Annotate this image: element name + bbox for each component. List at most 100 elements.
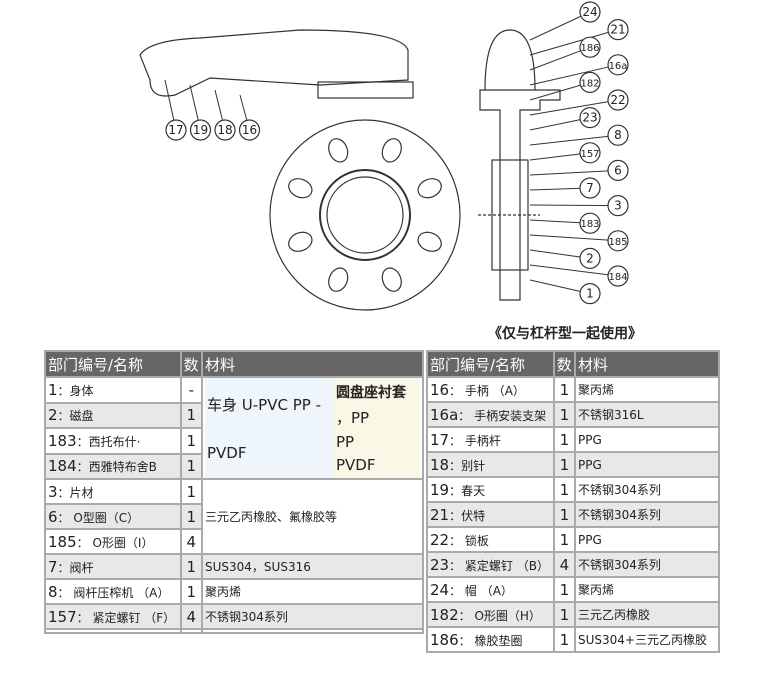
callout-23: 23 [529, 106, 601, 131]
part-name: 185： O形圈（I） [44, 528, 182, 555]
part-qty: - [179, 376, 204, 404]
part-name: 184：西雅特布舍B [44, 452, 182, 480]
callout-label: 18 [217, 123, 232, 137]
callout-label: 7 [586, 181, 594, 195]
col-mat: 材料 [574, 350, 720, 378]
part-qty: 1 [552, 376, 577, 403]
part-qty: 4 [179, 603, 204, 630]
part-name: 6： O型圈（C） [44, 503, 182, 530]
part-material: PPG [574, 451, 720, 478]
part-qty: 1 [179, 401, 204, 429]
bolt-hole [328, 267, 349, 292]
callout-184: 184 [529, 264, 629, 287]
part-material: 不锈钢304系列 [574, 476, 720, 503]
part-qty: 4 [552, 551, 577, 578]
flange [269, 119, 461, 311]
callout-1: 1 [529, 279, 601, 305]
table-row: 6： O型圈（C）1 [44, 503, 423, 530]
table-row: 183：西托布什·1 [44, 427, 423, 455]
part-qty: 1 [552, 526, 577, 553]
part-qty: 1 [552, 476, 577, 503]
table-row: 185： O形圈（I）4 [44, 528, 423, 555]
callout-8: 8 [529, 124, 629, 146]
part-material: SUS304+三元乙丙橡胶 [574, 626, 720, 653]
part-material: PPG [574, 426, 720, 453]
handle-mount [317, 81, 414, 99]
part-qty: 1 [552, 576, 577, 603]
part-qty: 1 [552, 501, 577, 528]
callout-label: 3 [614, 199, 622, 213]
callout-label: 16 [242, 123, 257, 137]
part-name: 2：磁盘 [44, 401, 182, 429]
callout-16: 16 [238, 94, 261, 141]
material-merged-seal: 三元乙丙橡胶、氟橡胶等 [201, 478, 424, 555]
part-qty: 1 [552, 601, 577, 628]
callout-17: 17 [164, 79, 187, 141]
part-name: 22： 锁板 [426, 526, 555, 553]
callout-label: 23 [582, 111, 597, 125]
part-qty: 1 [179, 427, 204, 455]
part-qty: 1 [179, 503, 204, 530]
part-name: 8： 阀杆压榨机 （A） [44, 578, 182, 605]
part-name: 23： 紧定螺钉 （B） [426, 551, 555, 578]
bolt-hole [381, 138, 402, 163]
callout-label: 17 [168, 123, 183, 137]
callout-label: 157 [580, 149, 599, 160]
callout-label: 2 [586, 251, 594, 265]
callout-label: 186 [580, 43, 599, 54]
bolt-hole [328, 138, 349, 163]
part-material: 不锈钢304系列 [201, 603, 424, 630]
callout-label: 16a [609, 61, 628, 72]
part-material: 聚丙烯 [574, 576, 720, 603]
callout-19: 19 [189, 84, 212, 141]
callout-157: 157 [529, 142, 601, 164]
callout-label: 6 [614, 163, 622, 177]
part-material: 聚丙烯 [574, 376, 720, 403]
col-mat: 材料 [201, 350, 424, 378]
callout-label: 8 [614, 128, 622, 142]
bolt-hole [417, 231, 442, 252]
part-name: 157： 紧定螺钉 （F） [44, 603, 182, 630]
part-name: 21：伏特 [426, 501, 555, 528]
part-name: 16： 手柄 （A） [426, 376, 555, 403]
part-qty: 1 [179, 553, 204, 580]
callout-16a: 16a [529, 54, 629, 86]
callout-3: 3 [529, 195, 629, 217]
part-material: SUS304，SUS316 [201, 553, 424, 580]
bolt-hole [288, 231, 313, 252]
callout-2: 2 [529, 247, 601, 269]
part-material: 不锈钢316L [574, 401, 720, 428]
col-qty: 数 [552, 350, 577, 378]
callout-label: 22 [610, 93, 625, 107]
callout-label: 19 [193, 123, 208, 137]
callout-label: 182 [580, 78, 599, 89]
part-name: 7：阀杆 [44, 553, 182, 580]
part-name: 19：春天 [426, 476, 555, 503]
callout-183: 183 [529, 212, 601, 234]
part-qty: 4 [179, 528, 204, 555]
part-qty: 1 [552, 401, 577, 428]
bore [319, 169, 411, 261]
part-material: PPG [574, 526, 720, 553]
part-name: 17： 手柄杆 [426, 426, 555, 453]
part-material: 不锈钢304系列 [574, 551, 720, 578]
callout-label: 183 [580, 219, 599, 230]
part-qty: 1 [552, 451, 577, 478]
part-material: 聚丙烯 [201, 578, 424, 605]
part-qty: 1 [179, 478, 204, 505]
part-name: 18：别针 [426, 451, 555, 478]
callout-18: 18 [214, 89, 236, 141]
